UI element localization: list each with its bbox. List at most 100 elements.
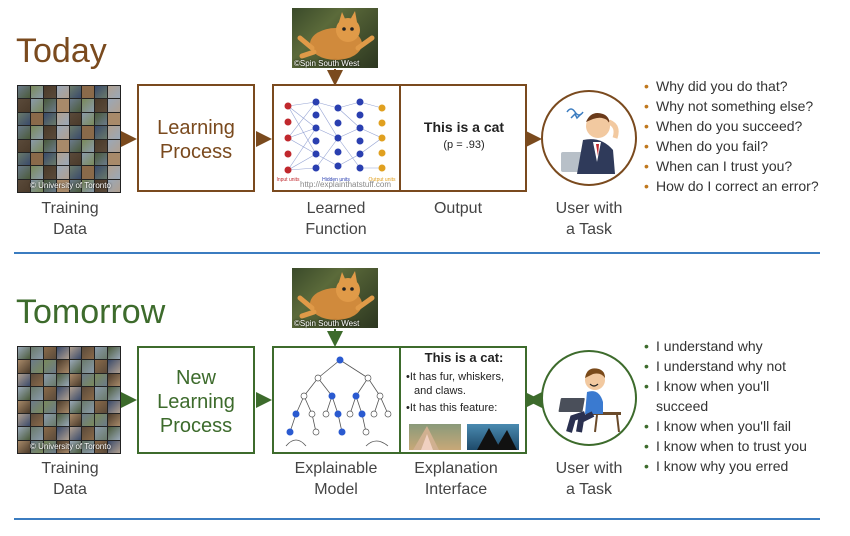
training-thumbnail: [56, 413, 69, 427]
training-thumbnail: [108, 139, 120, 152]
training-thumbnail: [108, 112, 120, 126]
training-thumbnail: [82, 373, 95, 387]
today-arrows: [121, 69, 542, 147]
training-thumbnail: [18, 179, 30, 192]
training-thumbnail: [30, 440, 43, 453]
training-thumbnail: [95, 179, 108, 192]
training-thumbnail: [18, 427, 30, 440]
training-thumbnail: [69, 427, 82, 440]
training-thumbnail: [108, 166, 120, 179]
training-thumbnail: [95, 139, 108, 152]
cat-image-today: [292, 8, 378, 68]
training-thumbnail: [95, 387, 108, 400]
training-thumbnail: [69, 440, 82, 453]
training-thumbnail: [82, 152, 95, 166]
training-thumbnail: [69, 347, 82, 360]
hidden-units-label: Hidden units: [322, 177, 350, 183]
training-thumbnail: [30, 360, 43, 373]
training-thumbnail: [95, 99, 108, 112]
tomorrow-title: Tomorrow: [16, 293, 166, 331]
caption-line: Function: [305, 221, 367, 238]
input-units-label: Input units: [276, 177, 300, 183]
training-thumbnail: [43, 373, 56, 387]
explainable-model-caption: Explainable Model: [285, 458, 387, 500]
cat-icon: [297, 11, 375, 60]
caption-line: Training: [41, 200, 99, 217]
training-thumbnail: [30, 347, 43, 360]
training-thumbnail: [43, 413, 56, 427]
training-thumbnail: [95, 166, 108, 179]
statement-item: I know when to trust you: [644, 436, 844, 456]
training-thumbnail: [82, 139, 95, 152]
training-thumbnail: [69, 166, 82, 179]
training-thumbnail: [30, 166, 43, 179]
training-thumbnail: [82, 126, 95, 139]
training-thumbnail: [56, 387, 69, 400]
user-questions-list: Why did you do that? Why not something e…: [644, 76, 844, 196]
caption-line: a Task: [566, 221, 612, 238]
training-thumbnail: [95, 360, 108, 373]
training-thumbnail: [82, 347, 95, 360]
training-data-caption-today: Training Data: [20, 198, 120, 240]
training-data-image-tomorrow: [17, 346, 121, 454]
training-thumbnail: [108, 99, 120, 112]
training-thumbnail: [56, 139, 69, 152]
label-line: Learning: [157, 391, 235, 413]
training-thumbnail: [43, 179, 56, 192]
training-thumbnail: [18, 112, 30, 126]
divider-tomorrow: [14, 518, 820, 520]
learned-function-caption: Learned Function: [290, 198, 382, 240]
caption-line: Model: [314, 481, 358, 498]
training-thumbnail: [30, 139, 43, 152]
training-thumbnail: [30, 179, 43, 192]
learning-process-box-today: Learning Process: [137, 84, 255, 192]
training-thumbnail: [56, 112, 69, 126]
training-thumbnail: [95, 347, 108, 360]
training-thumbnail: [43, 427, 56, 440]
neural-network-diagram: Input units Hidden units Output units: [276, 98, 396, 183]
training-thumbnail: [43, 387, 56, 400]
training-thumbnail: [95, 440, 108, 453]
training-thumbnail: [82, 387, 95, 400]
learning-process-label-today: Learning Process: [139, 116, 253, 164]
training-thumbnail: [82, 86, 95, 99]
cat-icon: [297, 271, 375, 320]
user-statements-list: I understand why I understand why not I …: [644, 336, 844, 476]
training-thumbnail: [108, 126, 120, 139]
training-thumbnail: [82, 427, 95, 440]
training-thumbnail: [30, 387, 43, 400]
label-line: Process: [159, 141, 233, 163]
training-thumbnail: [69, 373, 82, 387]
training-thumbnail: [18, 166, 30, 179]
caption-line: User with: [555, 460, 623, 477]
training-thumbnail: [30, 152, 43, 166]
training-thumbnail: [82, 400, 95, 413]
caption-line: Explanation: [414, 460, 498, 477]
training-thumbnail: [30, 112, 43, 126]
question-item: When can I trust you?: [644, 156, 844, 176]
divider-today: [14, 252, 820, 254]
training-thumbnail: [95, 427, 108, 440]
statement-item: I know when you'll fail: [644, 416, 844, 436]
cat-ear-icon: [413, 426, 439, 450]
training-thumbnail: [56, 440, 69, 453]
learning-process-label-tomorrow: New Learning Process: [139, 366, 253, 438]
caption-line: Interface: [424, 481, 488, 498]
training-thumbnail: [82, 360, 95, 373]
training-thumbnail: [82, 112, 95, 126]
training-thumbnail: [108, 179, 120, 192]
statement-item: succeed: [656, 398, 709, 414]
caption-line: Data: [53, 221, 87, 238]
training-thumbnail: [43, 400, 56, 413]
training-thumbnail: [108, 413, 120, 427]
output-units-label: Output units: [369, 177, 396, 183]
training-thumbnail: [82, 440, 95, 453]
training-thumbnail: [18, 99, 30, 112]
training-thumbnail: [95, 413, 108, 427]
training-thumbnail: [18, 347, 30, 360]
caption-line: Training: [41, 460, 99, 477]
training-thumbnail: [69, 112, 82, 126]
training-thumbnail: [18, 400, 30, 413]
training-thumbnail: [69, 152, 82, 166]
training-thumbnail: [43, 152, 56, 166]
